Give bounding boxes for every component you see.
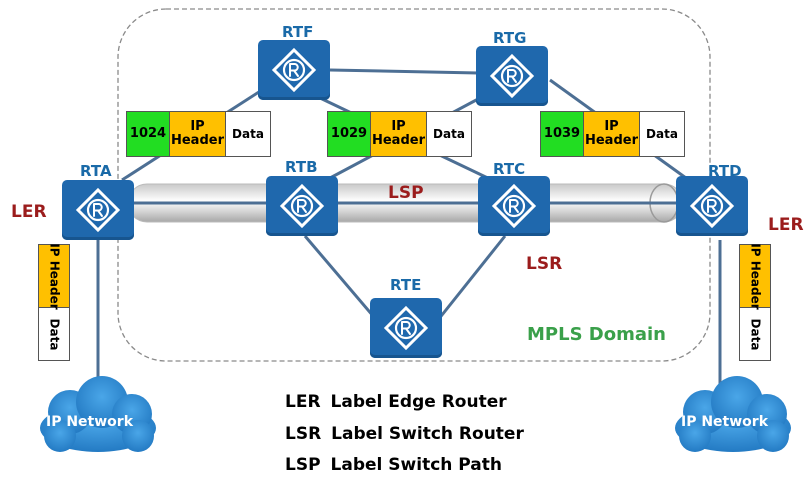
router-name-rtg: RTG — [493, 29, 527, 47]
ip-network-label-left: IP Network — [46, 414, 134, 430]
router-rtg — [476, 46, 548, 106]
packet-ip-header: IP Header — [371, 112, 427, 156]
router-r-icon — [271, 47, 317, 93]
router-rtd — [676, 176, 748, 236]
legend-abbr: LER — [285, 392, 321, 412]
legend-item-ler: LER Label Edge Router — [285, 392, 507, 412]
packet-data: Data — [427, 112, 471, 156]
router-rtf — [258, 40, 330, 100]
edge-packet-right: IP Header Data — [739, 243, 771, 361]
packet-ip-header: IP Header — [584, 112, 640, 156]
legend-full: Label Edge Router — [330, 392, 507, 412]
legend-full: Label Switch Path — [330, 455, 502, 475]
link-rtc-rte — [428, 235, 507, 331]
ip-network-label-right: IP Network — [681, 414, 769, 430]
router-name-rta: RTA — [80, 162, 112, 180]
router-r-icon — [689, 183, 735, 229]
edge-packet-data: Data — [740, 308, 770, 360]
router-rta — [62, 180, 134, 240]
router-name-rtb: RTB — [285, 158, 318, 176]
packet-label: 1024 — [127, 112, 170, 156]
router-rte — [370, 298, 442, 358]
packet-label: 1029 — [328, 112, 371, 156]
edge-packet-data: Data — [39, 308, 69, 360]
router-r-icon — [75, 187, 121, 233]
mpls-domain-label: MPLS Domain — [527, 324, 666, 345]
legend-full: Label Switch Router — [331, 424, 524, 444]
router-name-rte: RTE — [390, 276, 422, 294]
edge-packet-ip-header: IP Header — [39, 243, 69, 309]
packet-1039: 1039 IP Header Data — [540, 111, 685, 157]
lsr-label: LSR — [526, 254, 563, 274]
router-rtb — [266, 176, 338, 236]
ler-right-label: LER — [768, 215, 804, 235]
router-name-rtf: RTF — [282, 23, 314, 41]
legend-item-lsr: LSR Label Switch Router — [285, 424, 524, 444]
legend-item-lsp: LSP Label Switch Path — [285, 455, 502, 475]
packet-data: Data — [226, 112, 270, 156]
router-r-icon — [279, 183, 325, 229]
lsp-label: LSP — [388, 183, 424, 203]
legend-abbr: LSP — [285, 455, 321, 475]
legend-abbr: LSR — [285, 424, 322, 444]
router-name-rtd: RTD — [708, 162, 742, 180]
router-r-icon — [383, 305, 429, 351]
packet-1029: 1029 IP Header Data — [327, 111, 472, 157]
ip-network-cloud-left — [40, 376, 156, 452]
packet-1024: 1024 IP Header Data — [126, 111, 271, 157]
ler-left-label: LER — [11, 202, 47, 222]
packet-ip-header: IP Header — [170, 112, 226, 156]
edge-packet-ip-header: IP Header — [740, 243, 770, 309]
edge-packet-left: IP Header Data — [38, 243, 70, 361]
ip-network-cloud-right — [675, 376, 791, 452]
router-r-icon — [491, 183, 537, 229]
router-rtc — [478, 176, 550, 236]
link-rtf-rtg — [329, 68, 479, 75]
packet-data: Data — [640, 112, 684, 156]
router-name-rtc: RTC — [493, 160, 526, 178]
packet-label: 1039 — [541, 112, 584, 156]
router-r-icon — [489, 53, 535, 99]
